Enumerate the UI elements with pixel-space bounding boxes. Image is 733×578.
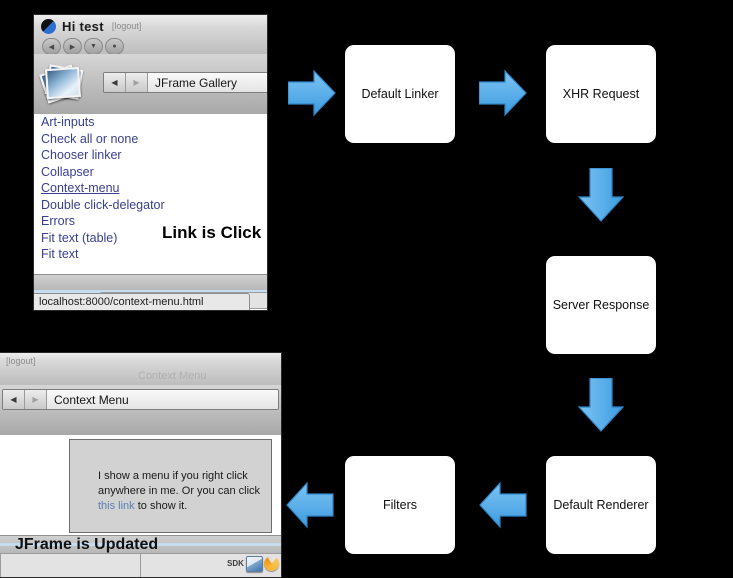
arrow-into-linker-icon xyxy=(288,69,336,117)
gallery-footer-band xyxy=(34,274,267,291)
window-titlebar-2: [logout] xyxy=(0,353,281,370)
context-blue-strip xyxy=(0,543,281,546)
panel-line-2: anywhere in me. Or you can click xyxy=(98,485,261,497)
arrow-out-of-filters-icon xyxy=(286,481,334,529)
list-item[interactable]: Fit text xyxy=(41,247,79,261)
context-toolbar: ◀ ▶ Context Menu xyxy=(0,385,281,436)
gallery-nav-bar[interactable]: ◀ ▶ JFrame Gallery xyxy=(103,72,267,93)
document-icon[interactable] xyxy=(246,556,263,572)
context-nav-bar[interactable]: ◀ ▶ Context Menu xyxy=(2,389,279,410)
list-item[interactable]: Collapser xyxy=(41,164,94,179)
list-item[interactable]: Check all or none xyxy=(41,131,139,146)
flow-node-label: Default Renderer xyxy=(553,498,649,512)
nav-back-icon[interactable]: ◀ xyxy=(104,73,126,92)
list-item[interactable]: Fit text (table) xyxy=(41,230,118,245)
window-titlebar: Hi test [logout] xyxy=(34,15,267,38)
panel-line-3: this link to show it. xyxy=(98,499,187,514)
flow-node-label: XHR Request xyxy=(562,87,640,101)
arrow-server-to-renderer-icon xyxy=(577,378,625,432)
flow-node-label: Filters xyxy=(382,498,418,512)
arrow-linker-to-xhr-icon xyxy=(479,69,527,117)
toolbar-button-back[interactable]: ◀ xyxy=(42,38,61,55)
logout-link[interactable]: [logout] xyxy=(111,21,142,31)
toolbar-button-menu[interactable]: ▼ xyxy=(84,38,103,55)
list-item-context-menu[interactable]: Context-menu xyxy=(41,181,120,195)
nav-title-2: Context Menu xyxy=(47,390,278,409)
status-url-tooltip: localhost:8000/context-menu.html xyxy=(34,293,250,310)
nav-back-icon-2[interactable]: ◀ xyxy=(3,390,25,409)
toolbar-button-row-2: Context Menu xyxy=(0,369,281,386)
brand-logo-icon xyxy=(41,18,56,34)
toolbar-button-forward[interactable]: ▶ xyxy=(63,38,82,55)
link-click-message: Link is Click xyxy=(162,223,262,242)
jframe-updated-message: JFrame is Updated xyxy=(15,536,159,553)
context-menu-demo-panel[interactable]: I show a menu if you right click anywher… xyxy=(69,439,272,533)
list-item[interactable]: Errors xyxy=(41,214,76,228)
sdk-label: SDK xyxy=(227,559,244,568)
demo-link-list: Art-inputs Check all or none Chooser lin… xyxy=(41,114,165,263)
flow-node-server-response[interactable]: Server Response xyxy=(546,256,656,354)
nav-forward-icon-2[interactable]: ▶ xyxy=(25,390,47,409)
flow-node-xhr-request[interactable]: XHR Request xyxy=(546,45,656,143)
ghost-window-title: Context Menu xyxy=(138,370,207,382)
flow-node-filters[interactable]: Filters xyxy=(345,456,455,554)
context-page-body: I show a menu if you right click anywher… xyxy=(0,435,281,535)
gallery-page-body: Art-inputs Check all or none Chooser lin… xyxy=(34,114,267,274)
nav-forward-icon[interactable]: ▶ xyxy=(126,73,148,92)
request-lifecycle-flow: Default Linker XHR Request Server Respon… xyxy=(285,0,733,576)
this-link[interactable]: this link xyxy=(98,500,135,512)
swirl-icon[interactable] xyxy=(264,556,279,571)
flow-node-label: Server Response xyxy=(552,298,650,312)
brand-title: Hi test xyxy=(62,18,104,34)
panel-line-1: I show a menu if you right click xyxy=(98,470,248,482)
nav-title: JFrame Gallery xyxy=(148,73,267,92)
toolbar-button-row: ◀ ▶ ▼ ● xyxy=(34,37,267,55)
arrow-xhr-to-server-icon xyxy=(577,168,625,222)
list-item[interactable]: Double click-delegator xyxy=(41,197,165,212)
flow-node-label: Default Linker xyxy=(361,87,439,101)
list-item[interactable]: Art-inputs xyxy=(41,115,95,129)
logout-link-2[interactable]: [logout] xyxy=(6,356,36,366)
gallery-toolbar: ◀ ▶ JFrame Gallery xyxy=(34,54,267,115)
flow-node-default-linker[interactable]: Default Linker xyxy=(345,45,455,143)
jframe-gallery-window[interactable]: Hi test [logout] ◀ ▶ ▼ ● ◀ ▶ JFrame Gall… xyxy=(33,14,268,311)
context-menu-window[interactable]: [logout] Context Menu ◀ ▶ Context Menu I… xyxy=(0,352,282,578)
panel-line-3-tail: to show it. xyxy=(134,500,188,512)
statusbar-left-cell xyxy=(0,553,142,577)
flow-node-default-renderer[interactable]: Default Renderer xyxy=(546,456,656,554)
arrow-renderer-to-filters-icon xyxy=(479,481,527,529)
stacked-photos-icon xyxy=(39,60,88,108)
list-item[interactable]: Chooser linker xyxy=(41,148,122,162)
toolbar-button-stop[interactable]: ● xyxy=(105,38,124,55)
